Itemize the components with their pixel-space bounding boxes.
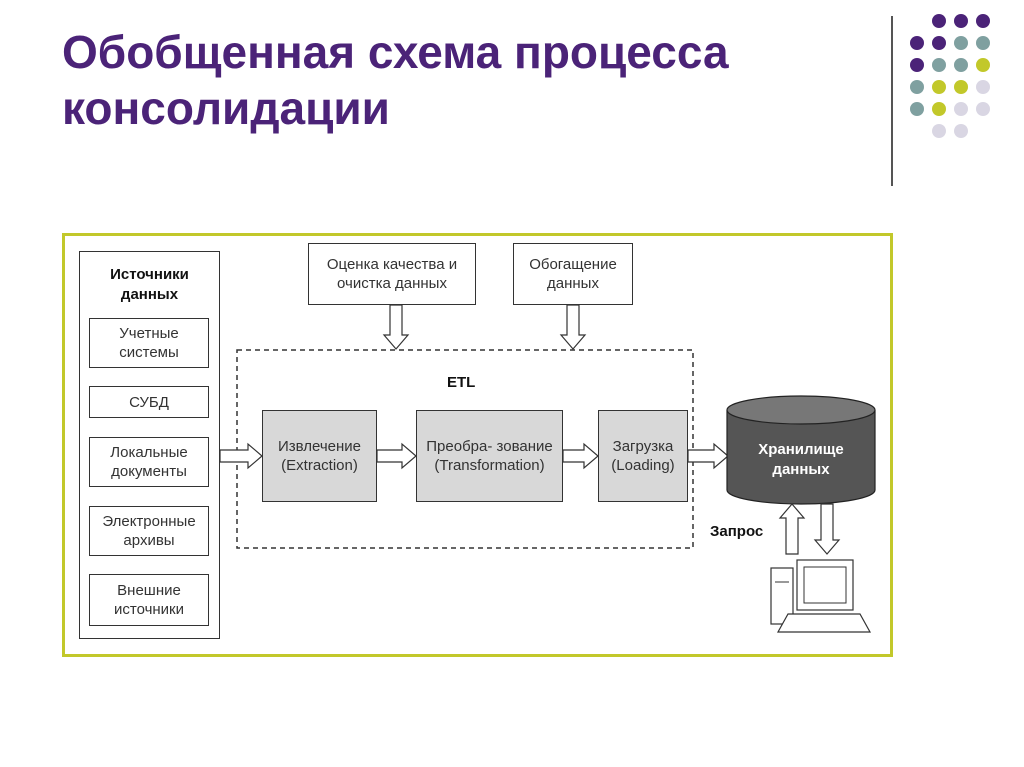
source-dbms: СУБД — [89, 386, 209, 418]
enrichment-arrow — [559, 304, 587, 350]
etl-boundary — [236, 349, 694, 549]
decorative-dot — [932, 124, 946, 138]
decorative-dot — [910, 80, 924, 94]
decorative-dot — [910, 36, 924, 50]
query-up-arrow — [778, 503, 806, 555]
decorative-dot — [976, 36, 990, 50]
decorative-dot — [954, 124, 968, 138]
decorative-dot — [976, 80, 990, 94]
decorative-dot — [932, 36, 946, 50]
etl-label: ETL — [447, 374, 476, 391]
decorative-dots — [0, 0, 1024, 200]
decorative-dot — [932, 14, 946, 28]
source-local-documents: Локальные документы — [89, 437, 209, 487]
decorative-dot — [910, 58, 924, 72]
transformation-box: Преобра- зование (Transformation) — [416, 410, 563, 502]
decorative-divider — [891, 16, 893, 186]
source-accounting-systems: Учетные системы — [89, 318, 209, 368]
decorative-dot — [954, 80, 968, 94]
decorative-dot — [932, 80, 946, 94]
sources-title: Источники данных — [110, 266, 189, 303]
quality-cleaning-box: Оценка качества и очистка данных — [308, 243, 476, 305]
extraction-box: Извлечение (Extraction) — [262, 410, 377, 502]
decorative-dot — [932, 58, 946, 72]
storage-label: Хранилище данных — [758, 441, 844, 478]
decorative-dot — [954, 58, 968, 72]
query-label: Запрос — [710, 523, 764, 540]
title-line-2: консолидации — [62, 82, 390, 134]
decorative-dot — [954, 36, 968, 50]
extraction-to-transformation-arrow — [376, 442, 417, 470]
result-down-arrow — [813, 503, 841, 555]
decorative-dot — [976, 58, 990, 72]
decorative-dot — [932, 102, 946, 116]
loading-box: Загрузка (Loading) — [598, 410, 688, 502]
quality-arrow — [382, 304, 410, 350]
enrichment-box: Обогащение данных — [513, 243, 633, 305]
loading-to-storage-arrow — [687, 442, 729, 470]
source-external-sources: Внешние источники — [89, 574, 209, 626]
storage-cylinder — [726, 395, 876, 505]
transformation-to-loading-arrow — [562, 442, 599, 470]
decorative-dot — [954, 102, 968, 116]
decorative-dot — [954, 14, 968, 28]
slide-title: Обобщенная схема процесса консолидации — [62, 24, 862, 136]
decorative-dot — [976, 102, 990, 116]
title-line-1: Обобщенная схема процесса — [62, 26, 729, 78]
decorative-dot — [976, 14, 990, 28]
sources-to-extraction-arrow — [219, 442, 263, 470]
decorative-dot — [910, 102, 924, 116]
source-electronic-archives: Электронные архивы — [89, 506, 209, 556]
computer-icon — [770, 559, 872, 633]
